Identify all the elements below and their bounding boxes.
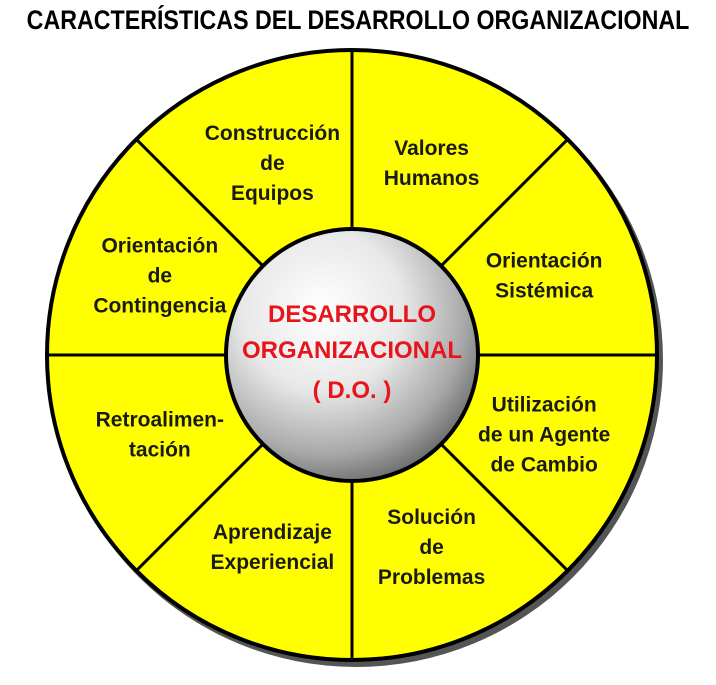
segment-label-line: Valores (394, 137, 469, 160)
segment-label-line: Experiencial (211, 551, 335, 574)
segment-label-line: Utilización (492, 394, 597, 417)
segment-divider (438, 441, 569, 572)
hub-label-line: DESARROLLO (268, 301, 436, 328)
hub-label-line: ( D.O. ) (313, 377, 392, 404)
segment-label-line: Solución (387, 506, 476, 529)
segment-divider (135, 441, 266, 572)
segment-label-line: de (419, 536, 444, 559)
segment-label-line: Problemas (378, 566, 485, 589)
segment-label-line: Retroalimen- (96, 409, 224, 432)
segment-divider (438, 138, 569, 269)
segment-label-line: Sistémica (495, 279, 593, 302)
segment-label-line: de Cambio (490, 454, 597, 477)
segment-label-line: Orientación (486, 249, 603, 272)
segment-label-line: Construcción (205, 122, 340, 145)
hub-label-line: ORGANIZACIONAL (242, 337, 462, 364)
segment-label-line: de (260, 152, 285, 175)
segment-labels: ValoresHumanosOrientaciónSistémicaUtiliz… (93, 122, 610, 589)
segment-label-line: de un Agente (478, 424, 610, 447)
segment-label-line: tación (129, 439, 191, 462)
segment-label-line: Equipos (231, 182, 314, 205)
hub-disc (228, 231, 476, 479)
diagram-title: CARACTERÍSTICAS DEL DESARROLLO ORGANIZAC… (26, 4, 690, 35)
segment-label-line: Humanos (384, 167, 480, 190)
segment-label-line: Aprendizaje (213, 521, 332, 544)
center-hub: DESARROLLO ORGANIZACIONAL ( D.O. ) (224, 227, 480, 483)
segment-label-line: Contingencia (93, 294, 226, 317)
segment-label-line: de (148, 264, 173, 287)
segment-label-line: Orientación (101, 234, 218, 257)
segment-divider (135, 138, 266, 269)
segment-retroalimentacion: Retroalimen-tación (96, 409, 224, 462)
segment-utilizacion-agente-cambio: Utilización de un Agente de Cambio (478, 394, 610, 477)
segment-dividers (47, 50, 657, 660)
